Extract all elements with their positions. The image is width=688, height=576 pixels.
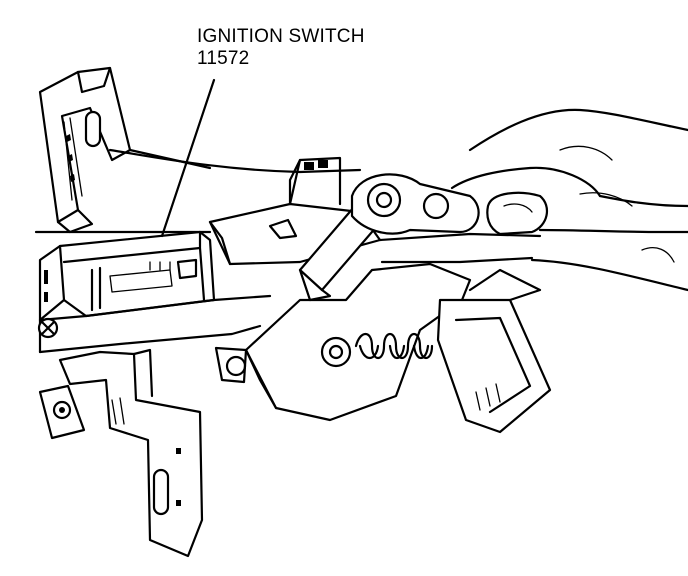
upper-right-rail — [378, 232, 542, 264]
part-number-label: 11572 — [197, 48, 250, 69]
coil-spring — [320, 332, 434, 368]
lower-mounting-bracket — [38, 348, 204, 558]
thumb — [486, 191, 549, 236]
lower-bracket-slot — [152, 468, 170, 516]
pivot-bolt — [225, 355, 247, 377]
technician-hand — [450, 108, 688, 292]
part-name-label: IGNITION SWITCH — [197, 26, 365, 47]
bracket-slot — [84, 110, 102, 148]
lower-frame-rail — [37, 294, 272, 354]
part-callout: IGNITION SWITCH 11572 — [197, 26, 365, 70]
upper-mounting-bracket — [38, 66, 132, 234]
column-tube — [34, 148, 362, 234]
mechanism-plate — [214, 262, 472, 422]
ratchet-drive — [422, 192, 450, 220]
ratchet-wrench — [298, 173, 480, 302]
ignition-switch-housing — [38, 230, 216, 322]
label-leader-line — [160, 78, 216, 238]
electrical-connector — [436, 268, 552, 434]
